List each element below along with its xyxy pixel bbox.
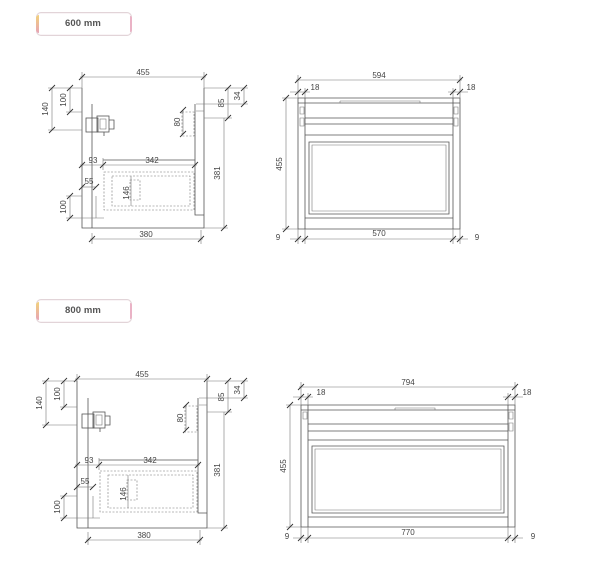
dim-right-tiny: 34 <box>233 91 242 100</box>
dim-inner-width: 570 <box>372 229 386 238</box>
dim-base: 380 <box>137 531 151 540</box>
dim-small: 55 <box>85 177 94 186</box>
dim-left-side: 18 <box>311 83 320 92</box>
dim-left-offset: 93 <box>89 156 98 165</box>
dim-total-width: 594 <box>372 71 386 80</box>
variant-label: 800 mm <box>65 305 101 316</box>
variant-tab-800[interactable]: 800 mm <box>36 299 132 323</box>
dim-inner-width: 770 <box>401 528 415 537</box>
pipe-fitting-icon <box>85 115 115 136</box>
dim-base: 380 <box>139 230 153 239</box>
dim-right-foot: 9 <box>531 532 536 541</box>
dim-width: 455 <box>136 68 150 77</box>
dim-left-foot: 9 <box>285 532 290 541</box>
dim-right-foot: 9 <box>475 233 480 242</box>
dim-small: 55 <box>81 477 90 486</box>
dim-pipe: 80 <box>176 413 185 422</box>
dim-top-offset: 140 <box>41 102 50 116</box>
dim-inner-top: 100 <box>53 387 62 401</box>
dim-right-small: 85 <box>217 392 226 401</box>
front-view-800: 794 18 18 455 770 9 9 <box>279 378 536 543</box>
front-view-600: 594 18 18 455 570 9 9 <box>275 71 480 244</box>
dim-depth: 146 <box>119 487 128 501</box>
dim-right-side: 18 <box>523 388 532 397</box>
dim-height: 381 <box>213 166 222 180</box>
side-view-600: 455 140 100 85 34 80 93 342 55 146 100 3… <box>41 68 248 244</box>
dim-right-small: 85 <box>217 98 226 107</box>
dim-inner-width: 342 <box>145 156 159 165</box>
dim-height: 381 <box>213 463 222 477</box>
dim-height: 455 <box>275 157 284 171</box>
dim-total-width: 794 <box>401 378 415 387</box>
variant-tab-600[interactable]: 600 mm <box>36 12 132 36</box>
variant-label: 600 mm <box>65 18 101 29</box>
dim-left-side: 18 <box>317 388 326 397</box>
dim-left-offset: 93 <box>85 456 94 465</box>
side-view-800: 455 140 100 85 34 80 93 342 55 146 100 3… <box>35 370 248 545</box>
dim-lower: 100 <box>53 500 62 514</box>
dim-height: 455 <box>279 459 288 473</box>
dim-right-tiny: 34 <box>233 385 242 394</box>
dim-lower: 100 <box>59 200 68 214</box>
dim-inner-width: 342 <box>143 456 157 465</box>
dim-inner-top: 100 <box>59 93 68 107</box>
dim-top-offset: 140 <box>35 396 44 410</box>
dim-depth: 146 <box>122 186 131 200</box>
dim-right-side: 18 <box>467 83 476 92</box>
pipe-fitting-icon <box>81 411 111 432</box>
dim-left-foot: 9 <box>276 233 281 242</box>
dim-pipe: 80 <box>173 117 182 126</box>
dim-width: 455 <box>135 370 149 379</box>
